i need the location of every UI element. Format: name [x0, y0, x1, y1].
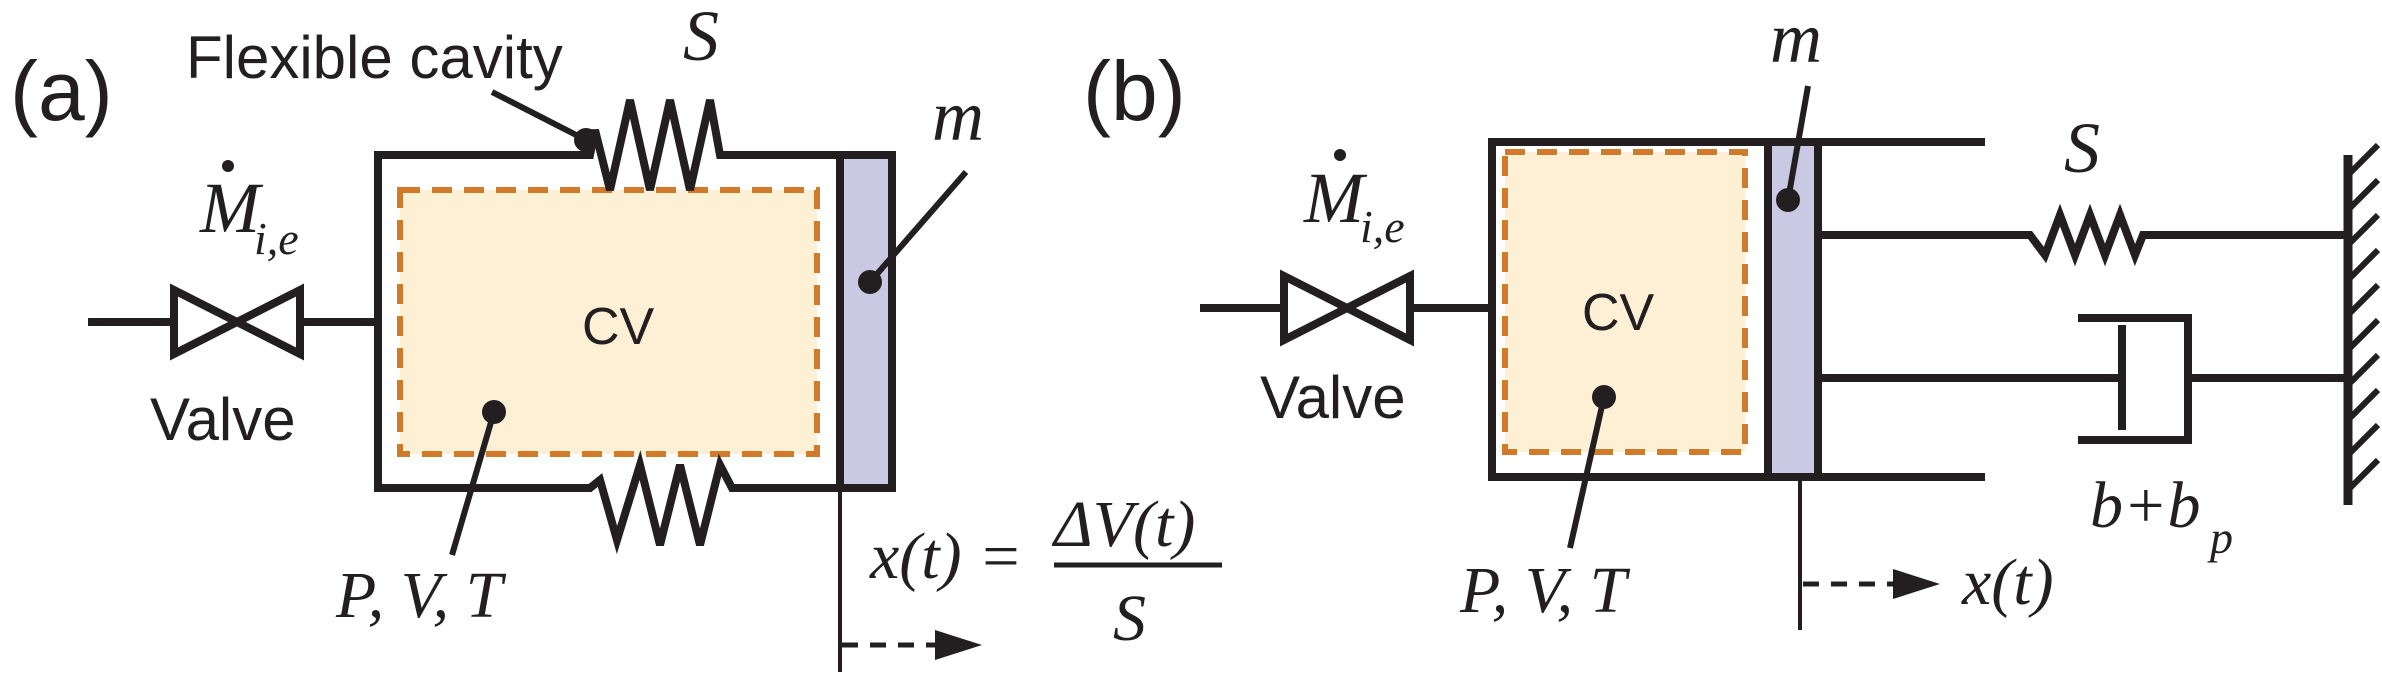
- displacement-numerator-a: ΔV(t): [1051, 488, 1195, 561]
- mass-label-a: m: [932, 76, 984, 156]
- flow-dot-b: [1334, 149, 1346, 161]
- state-label-a: P, V, T: [335, 559, 507, 632]
- spring-label-b: S: [2064, 108, 2100, 188]
- valve-label-b: Valve: [1260, 364, 1406, 431]
- ground-hatching-b: [2345, 142, 2381, 493]
- displacement-lhs-a: x(t) =: [869, 520, 1023, 593]
- state-leader-a: [449, 411, 497, 556]
- flow-subscript-a: i,e: [254, 213, 299, 264]
- panel-b-label: (b): [1083, 44, 1186, 138]
- spring-b: [1818, 203, 2348, 267]
- displacement-denominator-a: S: [1113, 582, 1146, 655]
- panel-a-label: (a): [10, 44, 113, 138]
- flow-symbol-a: M: [199, 168, 264, 248]
- mass-leader-a: [867, 170, 969, 284]
- valve-symbol-a: [170, 283, 304, 361]
- mass-leader-b: [1785, 85, 1811, 201]
- state-label-b: P, V, T: [1459, 554, 1631, 627]
- cv-label-b: CV: [1582, 284, 1655, 342]
- damper-label-sub-b: p: [2207, 512, 2233, 563]
- valve-label-a: Valve: [150, 386, 296, 453]
- panel-a: (a) Flexible cavity S m CV P, V, T M i,e…: [10, 0, 1222, 672]
- valve-symbol-b: [1280, 269, 1414, 347]
- spring-label-a: S: [683, 0, 719, 76]
- flow-symbol-b: M: [1303, 158, 1368, 238]
- displacement-arrowhead-a: [935, 630, 982, 660]
- flexible-cavity-label: Flexible cavity: [186, 24, 563, 91]
- control-volume-b: [1502, 149, 1748, 455]
- cavity-outline-a: [374, 99, 840, 555]
- mass-plate-a: [836, 151, 896, 492]
- damper-label-main-b: b+b: [2090, 469, 2201, 542]
- displacement-label-b: x(t): [1961, 546, 2054, 619]
- state-leader-b: [1567, 396, 1607, 549]
- mass-dot-b: [1776, 188, 1800, 212]
- mass-dot-a: [858, 270, 882, 294]
- flow-dot-a: [222, 160, 234, 172]
- mass-label-b: m: [1770, 0, 1822, 78]
- flexible-cavity-leader: [490, 89, 588, 143]
- displacement-arrowhead-b: [1893, 569, 1940, 599]
- cv-label-a: CV: [582, 298, 655, 356]
- flow-subscript-b: i,e: [1360, 201, 1405, 252]
- panel-b: (b) m CV P, V, T M i,e Valve S b+b p: [1083, 0, 2381, 630]
